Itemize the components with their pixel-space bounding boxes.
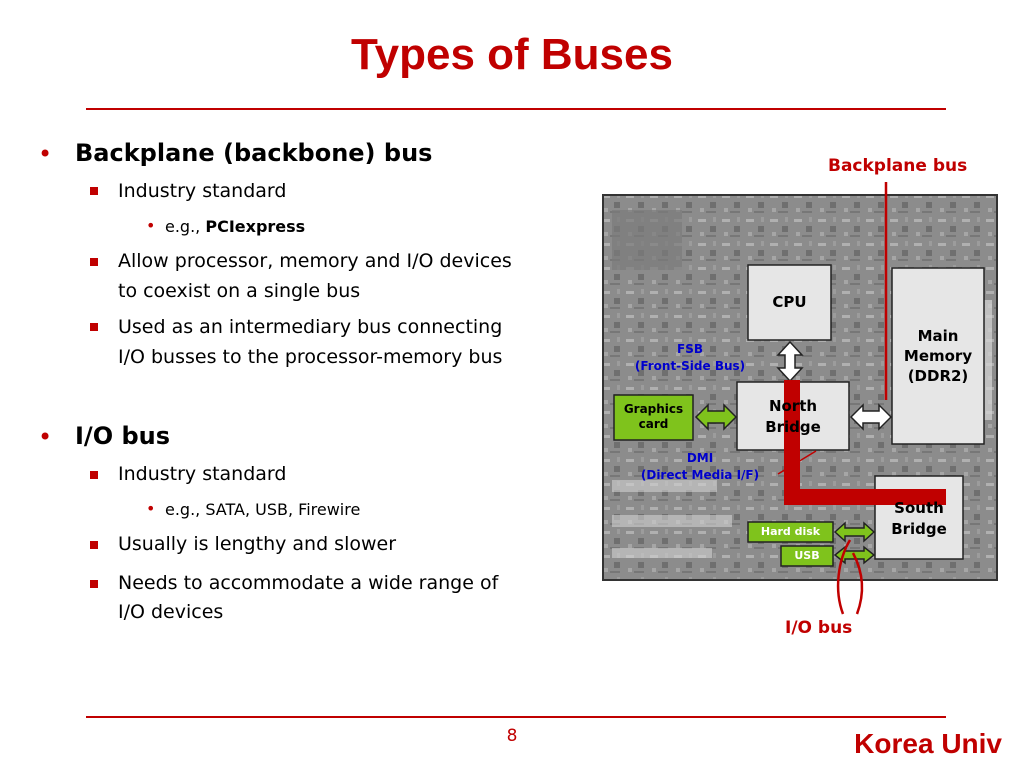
usb-label: USB bbox=[794, 549, 820, 562]
backplane-item-2-line-2: to coexist on a single bus bbox=[118, 280, 361, 302]
bullet-square bbox=[90, 541, 98, 549]
title-divider bbox=[86, 108, 946, 110]
io-item-2: Usually is lengthy and slower bbox=[118, 533, 397, 555]
backplane-item-3-line-2: I/O busses to the processor-memory bus bbox=[118, 346, 503, 368]
cpu-label: CPU bbox=[772, 293, 807, 311]
north-bridge-memory-arrow bbox=[849, 403, 893, 431]
backplane-item-3-line-1: Used as an intermediary bus connecting bbox=[118, 316, 503, 338]
graphics-card-box bbox=[613, 394, 694, 441]
hard-disk-label: Hard disk bbox=[760, 525, 821, 538]
io-example: e.g., SATA, USB, Firewire bbox=[165, 500, 361, 519]
south-bridge-label: South Bridge bbox=[891, 499, 947, 538]
bullet-square bbox=[90, 471, 98, 479]
bullet-square bbox=[90, 258, 98, 266]
north-bridge-label: North Bridge bbox=[765, 397, 821, 436]
bullet-square bbox=[90, 323, 98, 331]
backplane-item-2-line-1: Allow processor, memory and I/O devices bbox=[118, 250, 512, 272]
bullet-square bbox=[90, 187, 98, 195]
io-bus-label: I/O bus bbox=[785, 618, 853, 638]
usb-box bbox=[780, 545, 834, 567]
bullet-dot: • bbox=[38, 423, 53, 451]
organization-name: Korea Univ bbox=[854, 728, 1002, 759]
heading-backplane-bus: Backplane (backbone) bus bbox=[75, 139, 433, 167]
main-memory-label: Main Memory (DDR2) bbox=[903, 327, 973, 385]
graphics-card-label: Graphics card bbox=[623, 402, 684, 431]
bullet-dot: • bbox=[38, 140, 53, 168]
bullet-dot-small: • bbox=[146, 499, 156, 518]
page-number: 8 bbox=[506, 726, 518, 746]
heading-io-bus: I/O bus bbox=[75, 422, 171, 450]
graphics-north-bridge-arrow bbox=[694, 403, 738, 431]
bullet-dot-small: • bbox=[146, 216, 156, 235]
slide-title: Types of Buses bbox=[351, 30, 673, 79]
main-memory-box bbox=[891, 267, 985, 445]
hard-disk-south-bridge-arrow bbox=[833, 521, 876, 543]
backplane-item-1: Industry standard bbox=[118, 180, 287, 202]
backplane-bus-label: Backplane bus bbox=[828, 156, 968, 176]
footer-divider bbox=[86, 716, 946, 718]
backplane-example: e.g., PCIexpress bbox=[165, 217, 306, 236]
backplane-bus-highlight bbox=[784, 380, 946, 505]
io-item-3-line-1: Needs to accommodate a wide range of bbox=[118, 572, 499, 594]
fsb-label: FSB (Front-Side Bus) bbox=[634, 342, 746, 373]
io-item-3-line-2: I/O devices bbox=[118, 601, 224, 623]
dmi-label: DMI (Direct Media I/F) bbox=[640, 451, 760, 482]
hard-disk-box bbox=[747, 521, 834, 543]
bullet-square bbox=[90, 580, 98, 588]
io-item-1: Industry standard bbox=[118, 463, 287, 485]
cpu-box bbox=[747, 264, 832, 341]
